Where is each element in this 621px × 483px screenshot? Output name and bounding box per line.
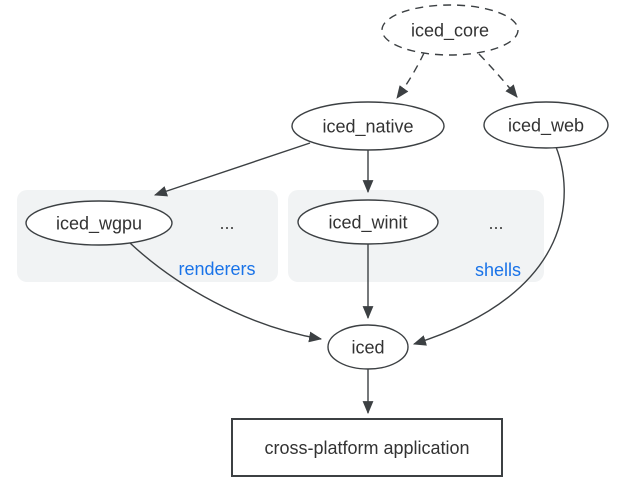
- iced-winit-label: iced_winit: [328, 213, 407, 234]
- application-rect: [231, 418, 503, 477]
- node-iced-core: iced_core: [381, 4, 519, 56]
- node-application: cross-platform application: [231, 418, 503, 477]
- application-label: cross-platform application: [264, 438, 469, 458]
- renderers-group-label: renderers: [178, 259, 255, 279]
- edge-iced-core-to-iced-native: [396, 52, 425, 99]
- node-iced-native: iced_native: [291, 101, 445, 151]
- shells-group-label: shells: [475, 260, 521, 280]
- iced-web-label: iced_web: [508, 116, 584, 137]
- node-iced: iced: [327, 324, 409, 370]
- edge-iced-wgpu-to-iced: [129, 242, 323, 343]
- iced-native-ellipse: [291, 101, 445, 151]
- node-iced-web: iced_web: [483, 101, 609, 149]
- iced-core-label: iced_core: [411, 21, 489, 42]
- iced-core-ellipse: [381, 4, 519, 56]
- node-iced-winit: iced_winit: [297, 199, 439, 245]
- iced-web-ellipse: [483, 101, 609, 149]
- edge-iced-web-to-iced: [412, 146, 565, 346]
- iced-native-label: iced_native: [322, 117, 413, 138]
- shells-ellipsis: ...: [488, 213, 503, 233]
- renderers-ellipsis: ...: [219, 213, 234, 233]
- iced-label: iced: [351, 338, 384, 358]
- iced-wgpu-label: iced_wgpu: [56, 214, 142, 235]
- edge-iced-native-to-iced-wgpu: [153, 142, 311, 197]
- iced-wgpu-ellipse: [25, 200, 173, 246]
- iced-ellipse: [327, 324, 409, 370]
- edge-iced-core-to-iced-web: [478, 53, 518, 98]
- node-iced-wgpu: iced_wgpu: [25, 200, 173, 246]
- iced-winit-ellipse: [297, 199, 439, 245]
